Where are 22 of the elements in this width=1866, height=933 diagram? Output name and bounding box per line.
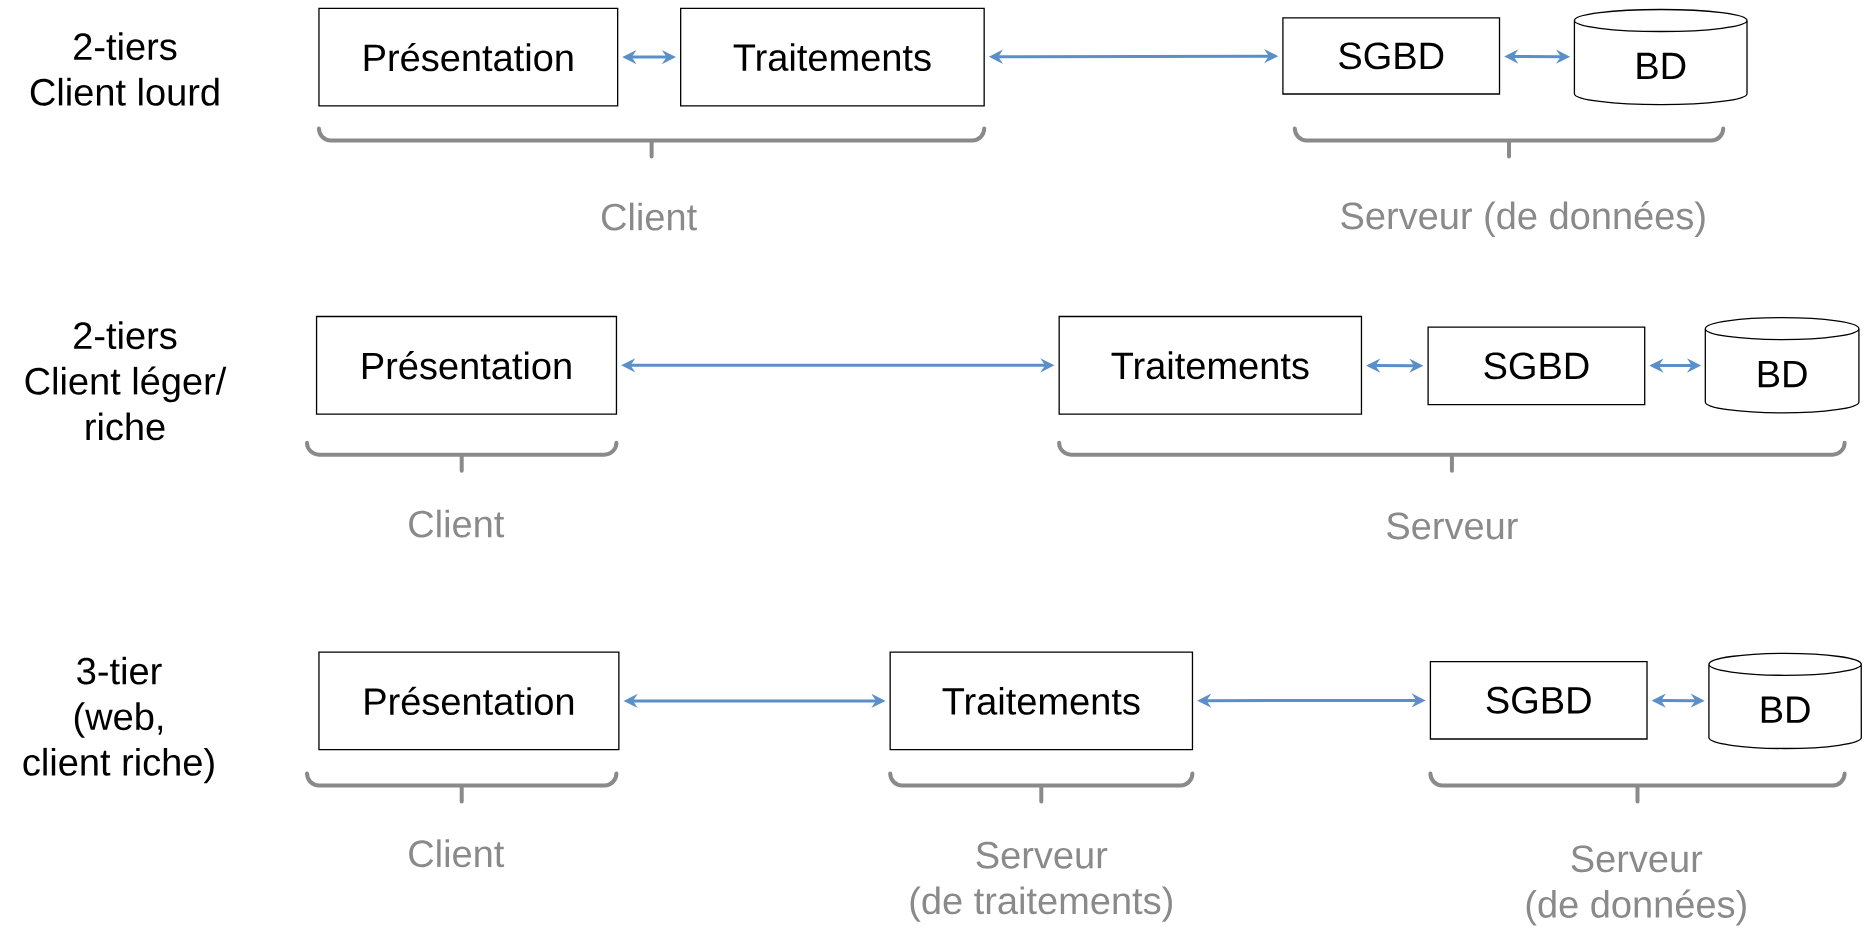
process-box: SGBD [1429,660,1648,740]
tier-label: 3-tier (web, client riche) [23,656,214,784]
database-cylinder: BD [1708,652,1862,750]
tier-label: 2-tiers Client léger/ riche [25,321,227,441]
process-box: Présentation [315,315,618,415]
brace-label: Client [409,839,505,868]
brace-label: Client [601,202,697,231]
tier-label: 2-tiers Client lourd [30,32,219,106]
brace-label: Serveur (de données) [1341,201,1705,237]
process-box: Traitements [680,7,985,107]
process-box: SGBD [1427,326,1646,406]
database-cylinder: BD [1573,8,1748,106]
database-cylinder: BD [1704,317,1860,414]
brace-label: Serveur (de données) [1526,845,1746,926]
process-box: Présentation [318,651,620,751]
process-box: Traitements [1058,315,1363,415]
brace-label: Client [409,509,505,538]
process-box: Traitements [889,651,1194,751]
brace-label: Serveur [1387,512,1518,540]
process-box: Présentation [318,7,619,107]
process-box: SGBD [1282,17,1501,95]
brace-label: Serveur (de traitements) [910,841,1172,922]
